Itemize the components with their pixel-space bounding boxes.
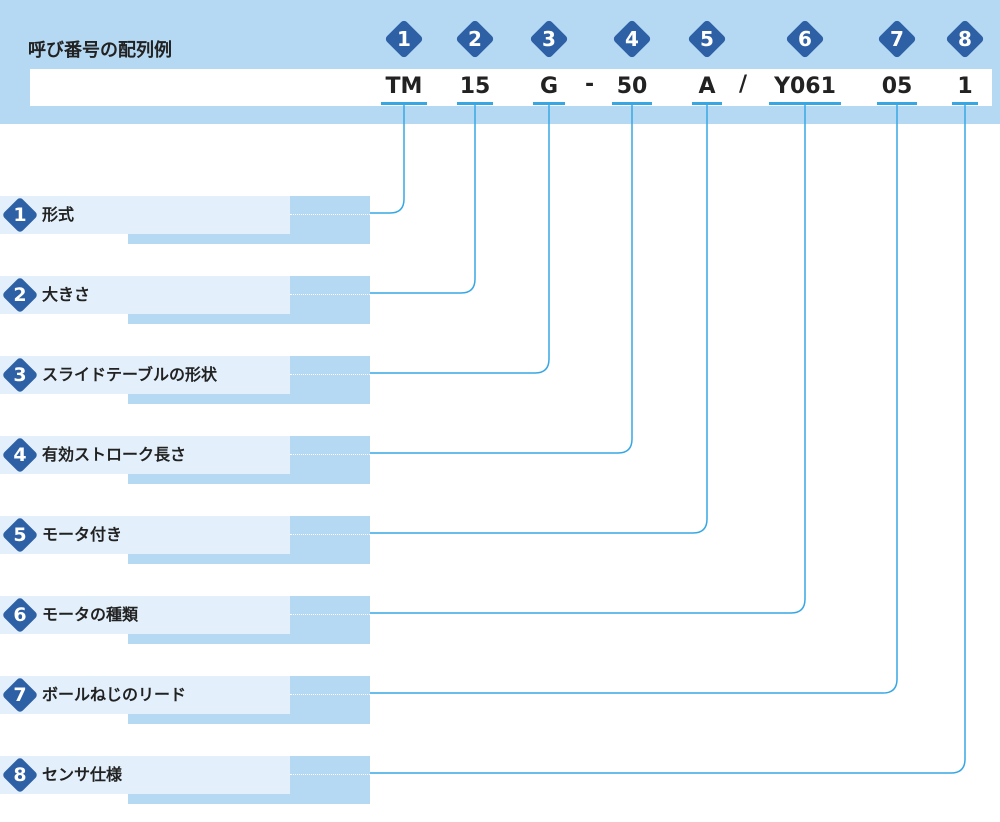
code-part-7: 05: [881, 74, 913, 99]
marker-number: 5: [700, 27, 714, 51]
marker-number: 7: [13, 684, 27, 706]
row-number-marker: 1: [1, 196, 39, 234]
marker-number: 1: [397, 27, 411, 51]
row-number-marker: 2: [1, 276, 39, 314]
row-label: 形式: [42, 205, 75, 224]
code-part-8: 1: [957, 74, 973, 99]
connector-line-6: [370, 105, 806, 614]
connector-line-7: [370, 105, 898, 694]
row-dotted-line: [290, 374, 370, 375]
row-label: 有効ストローク長さ: [42, 445, 187, 464]
marker-number: 3: [13, 364, 27, 386]
code-underline-1: [381, 102, 427, 105]
number-marker-4: 4: [612, 19, 652, 59]
spec-row-7: 7 ボールねじのリード: [0, 676, 370, 714]
marker-number: 3: [542, 27, 556, 51]
marker-number: 5: [13, 524, 27, 546]
row-dotted-line: [290, 454, 370, 455]
marker-number: 4: [13, 444, 27, 466]
marker-number: 6: [798, 27, 812, 51]
number-marker-2: 2: [455, 19, 495, 59]
row-label: ボールねじのリード: [42, 685, 187, 704]
row-dotted-line: [290, 534, 370, 535]
number-marker-8: 8: [945, 19, 985, 59]
code-underline-6: [769, 102, 841, 105]
connector-line-3: [370, 105, 550, 374]
connector-line-8: [370, 105, 966, 774]
spec-row-4: 4 有効ストローク長さ: [0, 436, 370, 474]
row-dotted-area: [290, 596, 370, 634]
row-number-marker: 3: [1, 356, 39, 394]
row-label: センサ仕様: [42, 765, 123, 784]
row-label: スライドテーブルの形状: [42, 365, 218, 384]
row-dotted-area: [290, 356, 370, 394]
connector-line-2: [370, 105, 476, 294]
row-dotted-area: [290, 276, 370, 314]
connector-line-4: [370, 105, 633, 454]
row-dotted-area: [290, 756, 370, 794]
code-underline-2: [457, 102, 493, 105]
marker-number: 8: [958, 27, 972, 51]
marker-number: 2: [13, 284, 27, 306]
code-part-2: 15: [459, 74, 491, 99]
code-underline-4: [612, 102, 652, 105]
page-title: 呼び番号の配列例: [28, 40, 172, 61]
row-dotted-line: [290, 614, 370, 615]
number-marker-6: 6: [785, 19, 825, 59]
row-dotted-area: [290, 436, 370, 474]
row-number-marker: 6: [1, 596, 39, 634]
number-marker-1: 1: [384, 19, 424, 59]
row-dotted-line: [290, 294, 370, 295]
row-label: モータの種類: [42, 605, 139, 624]
row-dotted-area: [290, 676, 370, 714]
spec-row-2: 2 大きさ: [0, 276, 370, 314]
code-display-area: [30, 69, 992, 106]
code-part-5: A: [698, 74, 716, 99]
spec-row-1: 1 形式: [0, 196, 370, 234]
spec-row-3: 3 スライドテーブルの形状: [0, 356, 370, 394]
row-number-marker: 4: [1, 436, 39, 474]
row-dotted-area: [290, 196, 370, 234]
row-label: モータ付き: [42, 525, 123, 544]
code-underline-8: [952, 102, 978, 105]
code-part-4: 50: [616, 74, 648, 99]
marker-number: 6: [13, 604, 27, 626]
connector-line-1: [370, 105, 405, 214]
code-part-3: G: [539, 74, 559, 99]
number-marker-5: 5: [687, 19, 727, 59]
marker-number: 8: [13, 764, 27, 786]
number-marker-7: 7: [877, 19, 917, 59]
code-underline-5: [692, 102, 722, 105]
spec-row-5: 5 モータ付き: [0, 516, 370, 554]
code-part-6: Y061: [774, 74, 836, 99]
row-dotted-area: [290, 516, 370, 554]
marker-number: 4: [625, 27, 639, 51]
header-band: [0, 0, 1000, 124]
marker-number: 1: [13, 204, 27, 226]
row-number-marker: 5: [1, 516, 39, 554]
marker-number: 7: [890, 27, 904, 51]
number-marker-3: 3: [529, 19, 569, 59]
marker-number: 2: [468, 27, 482, 51]
code-underline-3: [533, 102, 565, 105]
code-part-1: TM: [385, 74, 423, 99]
row-dotted-line: [290, 774, 370, 775]
spec-row-6: 6 モータの種類: [0, 596, 370, 634]
row-dotted-line: [290, 214, 370, 215]
code-underline-7: [877, 102, 917, 105]
row-dotted-line: [290, 694, 370, 695]
slash-separator: /: [739, 72, 748, 97]
connector-line-5: [370, 105, 708, 534]
row-number-marker: 7: [1, 676, 39, 714]
row-label: 大きさ: [42, 285, 91, 304]
dash-separator: -: [585, 72, 595, 97]
row-number-marker: 8: [1, 756, 39, 794]
spec-row-8: 8 センサ仕様: [0, 756, 370, 794]
